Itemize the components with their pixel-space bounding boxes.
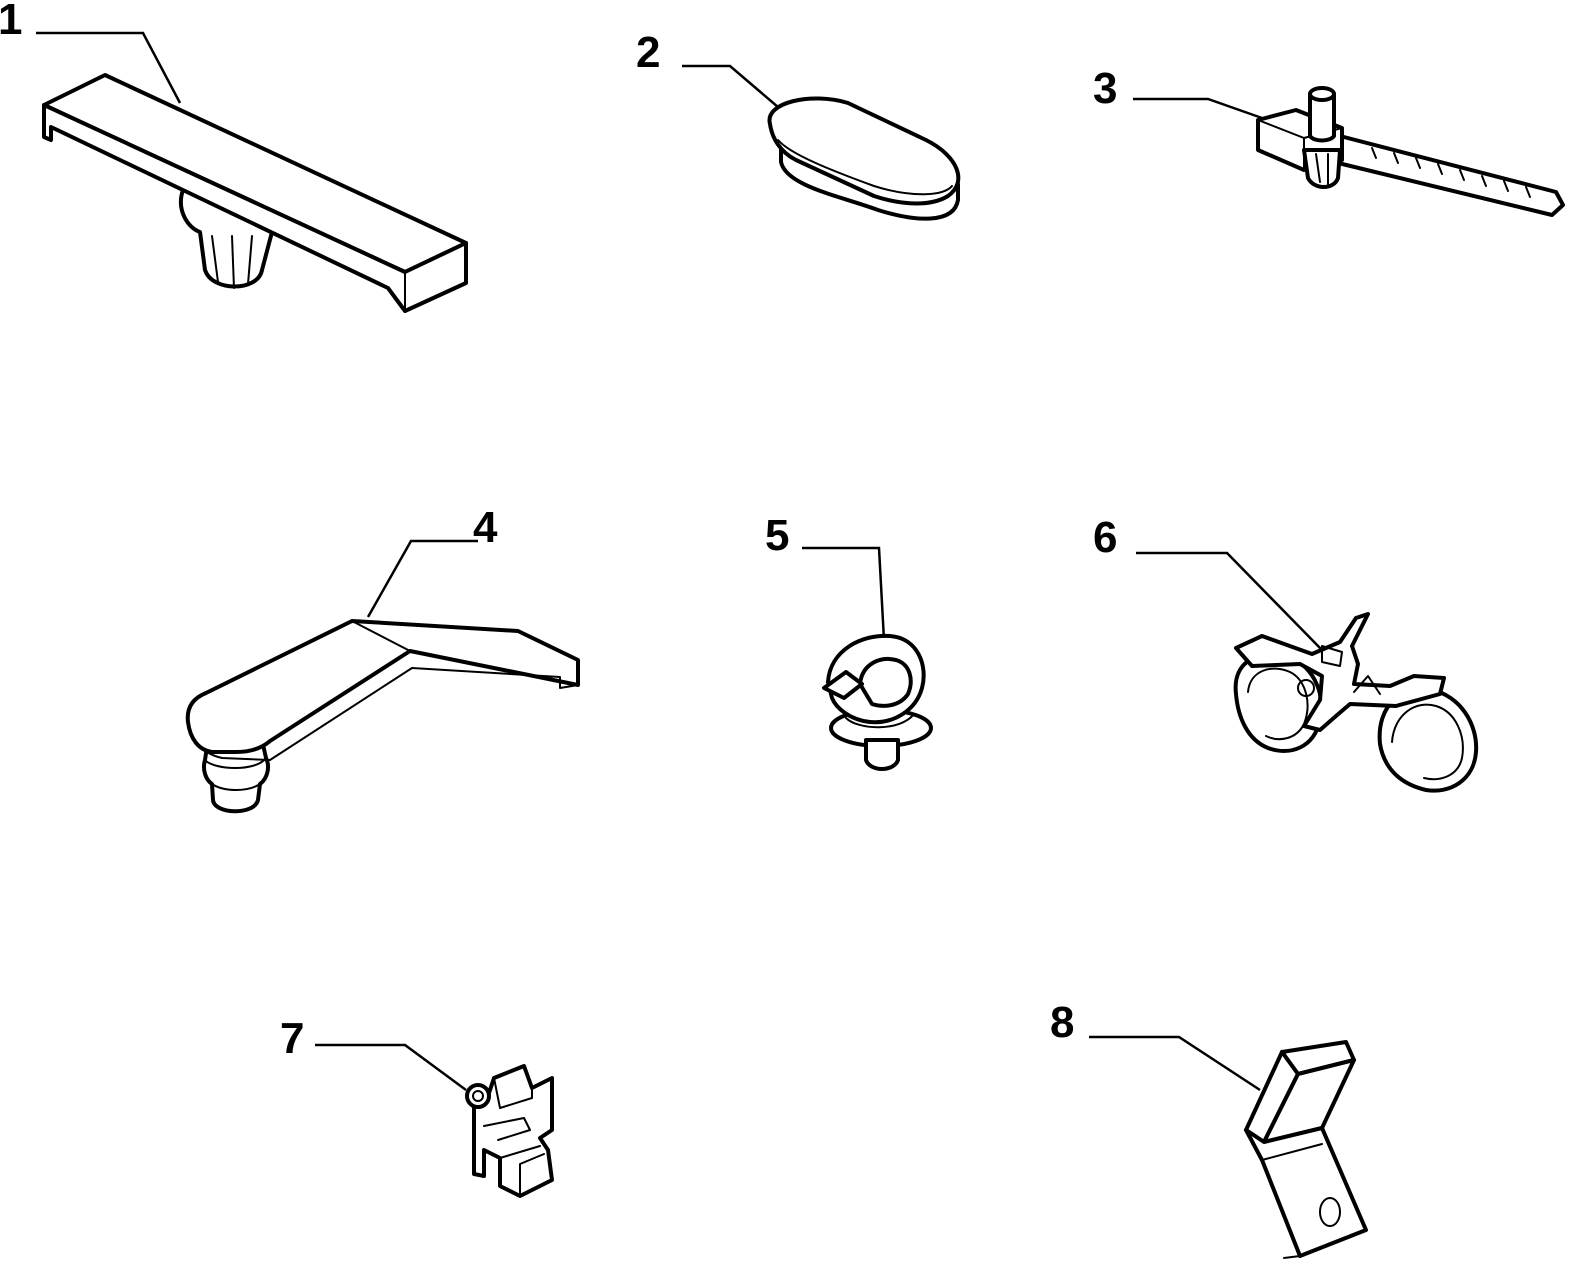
- cable-ring-clip-icon: [822, 633, 933, 771]
- part-3[interactable]: 3: [1093, 64, 1565, 217]
- part-7[interactable]: 7: [280, 1014, 554, 1198]
- leader-line-4: [366, 539, 478, 618]
- callout-number-5: 5: [765, 511, 789, 560]
- part-2[interactable]: 2: [636, 28, 961, 221]
- leader-line-8: [1089, 1035, 1261, 1092]
- leader-line-3: [1133, 97, 1263, 120]
- angled-trim-clip-icon: [185, 619, 580, 814]
- callout-number-6: 6: [1093, 513, 1117, 562]
- double-pipe-clamp-icon: [1233, 612, 1479, 793]
- callout-number-8: 8: [1050, 998, 1074, 1047]
- wire-harness-clip-icon: [465, 1064, 554, 1198]
- leader-line-2: [682, 64, 786, 114]
- part-8[interactable]: 8: [1050, 998, 1368, 1259]
- part-6[interactable]: 6: [1093, 513, 1479, 793]
- part-1[interactable]: 1: [0, 0, 468, 313]
- leader-line-6: [1136, 551, 1322, 650]
- callout-number-3: 3: [1093, 64, 1117, 113]
- callout-number-7: 7: [280, 1014, 304, 1063]
- oval-plug-icon: [767, 96, 961, 221]
- callout-number-1: 1: [0, 0, 22, 44]
- leader-line-1: [36, 31, 182, 104]
- callout-number-2: 2: [636, 28, 660, 77]
- long-trim-clip-icon: [42, 73, 468, 313]
- part-5[interactable]: 5: [765, 511, 933, 771]
- part-4[interactable]: 4: [185, 503, 580, 814]
- callout-number-4: 4: [473, 503, 498, 552]
- cable-tie-with-stud-icon: [1256, 86, 1565, 217]
- z-bracket-icon: [1244, 1040, 1368, 1259]
- leader-line-7: [315, 1043, 467, 1092]
- leader-line-5: [802, 546, 886, 641]
